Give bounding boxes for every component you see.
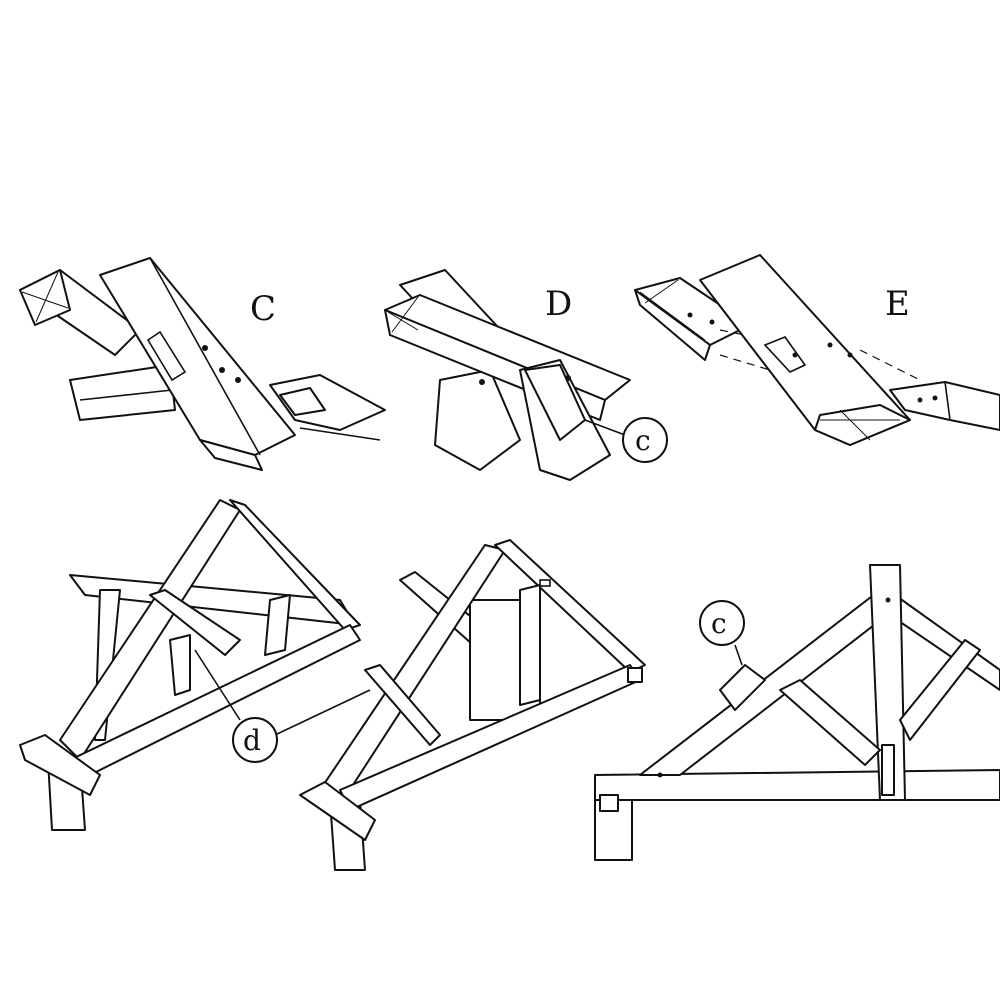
callout-leader: [734, 644, 743, 666]
figure-d: c D: [384, 269, 668, 481]
right-tenon-beam: [269, 374, 386, 431]
callout-d-label: d: [243, 724, 261, 757]
mortise: [763, 336, 807, 373]
plate: [19, 734, 101, 796]
mortise: [146, 330, 187, 382]
brace-right: [899, 639, 981, 741]
collar-d: [149, 589, 241, 656]
queen-post: [169, 634, 191, 696]
brace: [364, 664, 441, 746]
callout-c-label-2: c: [711, 607, 727, 640]
truss-middle: [299, 539, 646, 871]
label-e: E: [885, 284, 910, 324]
truss-left: d: [19, 499, 371, 831]
truss-right: c: [594, 564, 1000, 861]
callout-circle-c: [622, 417, 668, 463]
callout-circle-c: [699, 600, 745, 646]
callout-c-label: c: [635, 424, 651, 457]
callout-circle-d: [232, 717, 278, 763]
label-d: D: [545, 284, 572, 324]
brace-left: [779, 679, 881, 766]
king-post: [869, 564, 906, 801]
figure-c: C: [19, 257, 386, 471]
lower-beam: [69, 364, 176, 421]
rafter-right: [494, 539, 646, 673]
main-post: [99, 257, 296, 456]
label-c: C: [250, 289, 276, 329]
plate: [299, 781, 376, 841]
post: [594, 799, 633, 861]
figure-e: E: [634, 254, 1000, 446]
callout-leader: [194, 649, 241, 721]
block-c: [719, 664, 766, 711]
rafter-right: [229, 499, 361, 631]
callout-leader: [584, 419, 626, 436]
lower-diagonal-beam: [434, 369, 521, 471]
right-beam: [889, 381, 1000, 431]
